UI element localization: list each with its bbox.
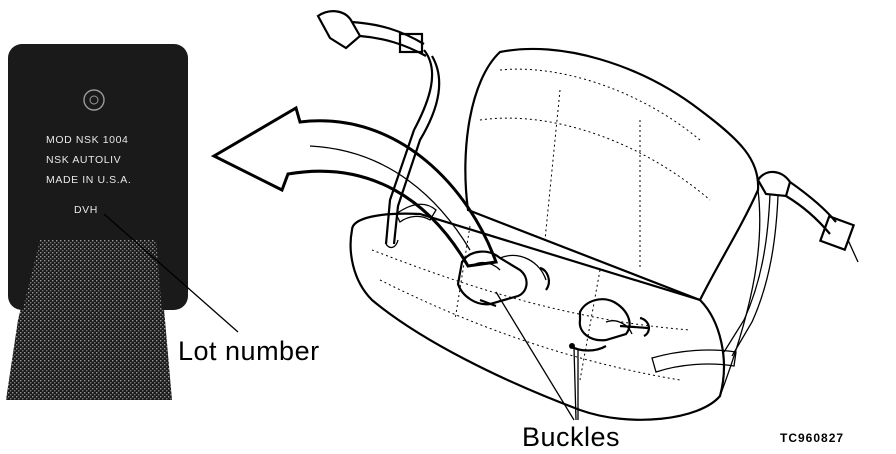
left-shoulder-belt — [316, 10, 441, 249]
tag-line-3: MADE IN U.S.A. — [46, 174, 131, 186]
seat-back — [464, 47, 760, 302]
front-buckle — [569, 298, 650, 352]
figure-code: TC960827 — [780, 431, 844, 445]
lot-leader-line — [103, 213, 239, 333]
curved-arrow — [210, 105, 499, 268]
rear-seat — [349, 47, 761, 421]
emblem-icon — [83, 89, 105, 111]
seat-cushion — [349, 212, 726, 421]
right-shoulder-belt — [651, 170, 859, 373]
buckles-label: Buckles — [522, 422, 620, 452]
center-buckle — [456, 250, 550, 308]
tag-lot-code: DVH — [74, 204, 98, 216]
tag-line-2: NSK AUTOLIV — [46, 154, 121, 166]
lot-tag: MOD NSK 1004 NSK AUTOLIV MADE IN U.S.A. … — [6, 44, 188, 400]
buckle-leader-line-1 — [495, 291, 575, 421]
lot-number-label: Lot number — [178, 336, 320, 366]
tag-line-1: MOD NSK 1004 — [46, 134, 128, 146]
buckle-leader-line-2 — [573, 347, 577, 421]
